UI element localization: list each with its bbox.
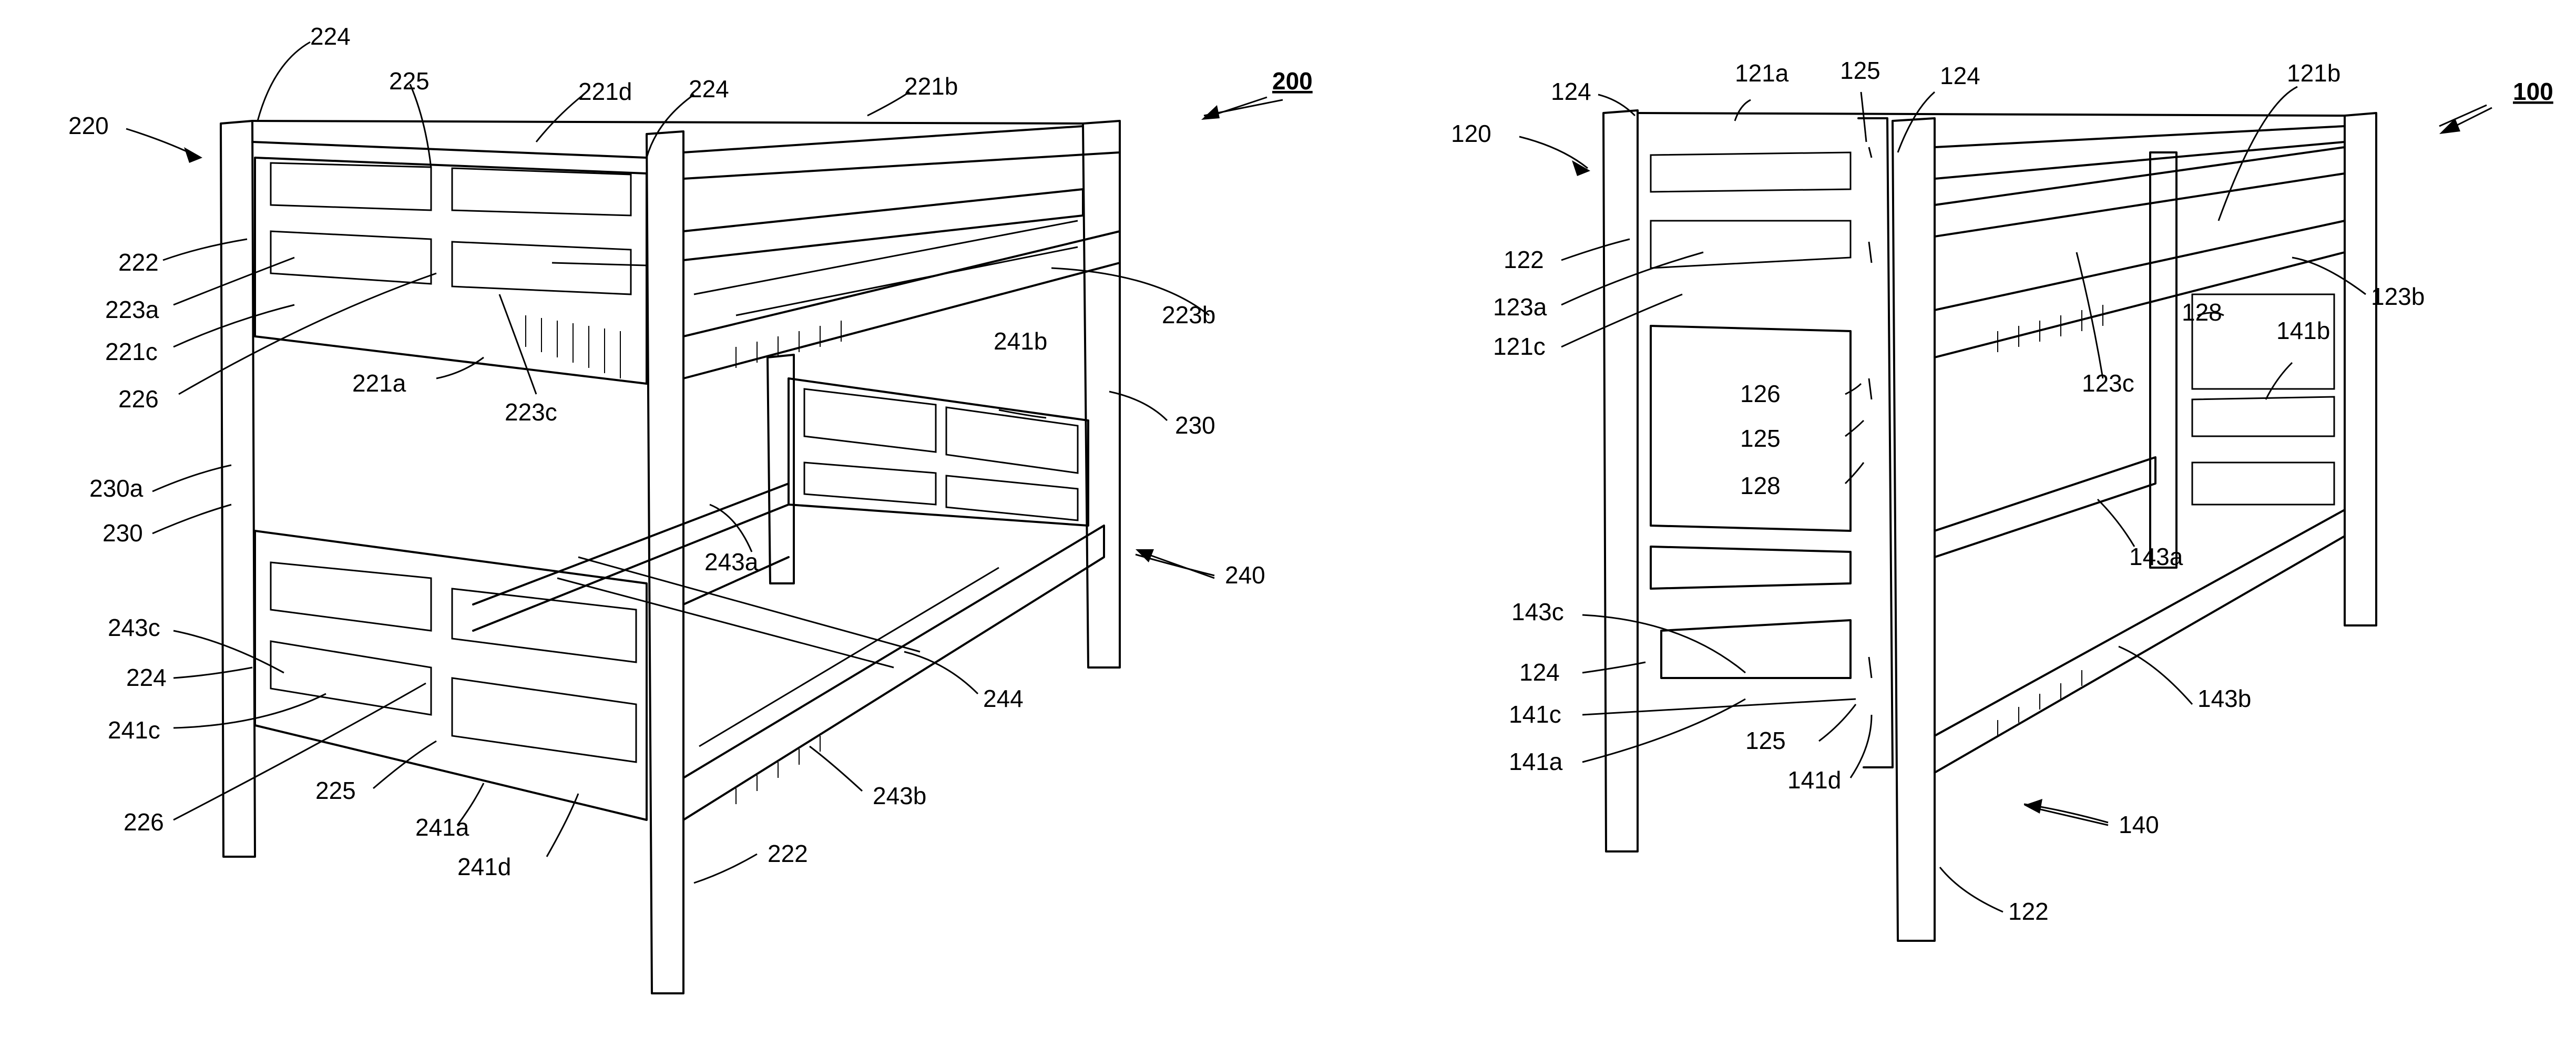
- label-243a: 243a: [704, 548, 759, 576]
- figure-number-100: 100: [2513, 78, 2553, 105]
- figure-number-200: 200: [1272, 67, 1313, 95]
- label-124: 124: [1519, 659, 1560, 686]
- label-120: 120: [1451, 120, 1491, 147]
- label-123a: 123a: [1493, 293, 1547, 321]
- label-221c: 221c: [105, 338, 158, 365]
- label-123c: 123c: [2082, 369, 2134, 397]
- label-222: 222: [118, 249, 159, 276]
- label-141c: 141c: [1509, 701, 1561, 728]
- bunk-bed-100: [1602, 109, 2377, 942]
- label-143b: 143b: [2197, 685, 2251, 712]
- label-226: 226: [124, 808, 164, 836]
- label-225: 225: [315, 777, 356, 804]
- label-121c: 121c: [1493, 333, 1546, 360]
- label-125: 125: [1745, 727, 1786, 754]
- label-128: 128: [1740, 472, 1781, 499]
- label-240: 240: [1225, 561, 1265, 589]
- label-226: 226: [118, 385, 159, 413]
- label-244: 244: [983, 685, 1024, 712]
- label-221b: 221b: [904, 73, 958, 100]
- label-241c: 241c: [108, 716, 160, 744]
- label-221d: 221d: [578, 78, 632, 105]
- label-124: 124: [1940, 62, 1980, 89]
- label-225: 225: [389, 67, 430, 95]
- label-125: 125: [1840, 57, 1880, 84]
- label-140: 140: [2119, 811, 2159, 838]
- label-223b: 223b: [1162, 301, 1215, 328]
- label-230: 230: [103, 519, 143, 547]
- label-121a: 121a: [1735, 59, 1789, 87]
- label-223c: 223c: [505, 398, 557, 426]
- label-126: 126: [1740, 380, 1781, 407]
- label-141a: 141a: [1509, 748, 1563, 775]
- label-230a: 230a: [89, 475, 144, 502]
- label-241d: 241d: [457, 853, 511, 880]
- label-224: 224: [126, 664, 167, 691]
- leader-lines: [126, 41, 2487, 913]
- label-221a: 221a: [352, 369, 406, 397]
- label-125: 125: [1740, 425, 1781, 452]
- label-121b: 121b: [2287, 59, 2340, 87]
- label-230: 230: [1175, 412, 1215, 439]
- label-224: 224: [310, 23, 351, 50]
- label-222: 222: [768, 840, 808, 867]
- label-122: 122: [1504, 246, 1544, 273]
- reference-arrows: [184, 96, 2492, 826]
- label-123b: 123b: [2371, 283, 2425, 310]
- figure-200-labels: 220 224 225 221d 224 221b 200 222 223a 2…: [68, 23, 1313, 880]
- label-224: 224: [689, 75, 729, 102]
- label-141d: 141d: [1787, 766, 1841, 794]
- label-223a: 223a: [105, 296, 159, 323]
- label-241b: 241b: [994, 327, 1047, 355]
- label-122: 122: [2008, 898, 2049, 925]
- figure-100-labels: 124 121a 125 124 121b 100 120 122 123a 1…: [1451, 57, 2553, 925]
- label-243c: 243c: [108, 614, 160, 641]
- label-243b: 243b: [873, 782, 926, 809]
- label-143c: 143c: [1511, 598, 1564, 625]
- label-124: 124: [1551, 78, 1591, 105]
- label-220: 220: [68, 112, 109, 139]
- bunk-bed-200: [220, 120, 1121, 994]
- label-241a: 241a: [415, 814, 469, 841]
- label-143a: 143a: [2129, 543, 2183, 570]
- label-128: 128: [2182, 299, 2222, 326]
- label-141b: 141b: [2276, 317, 2330, 344]
